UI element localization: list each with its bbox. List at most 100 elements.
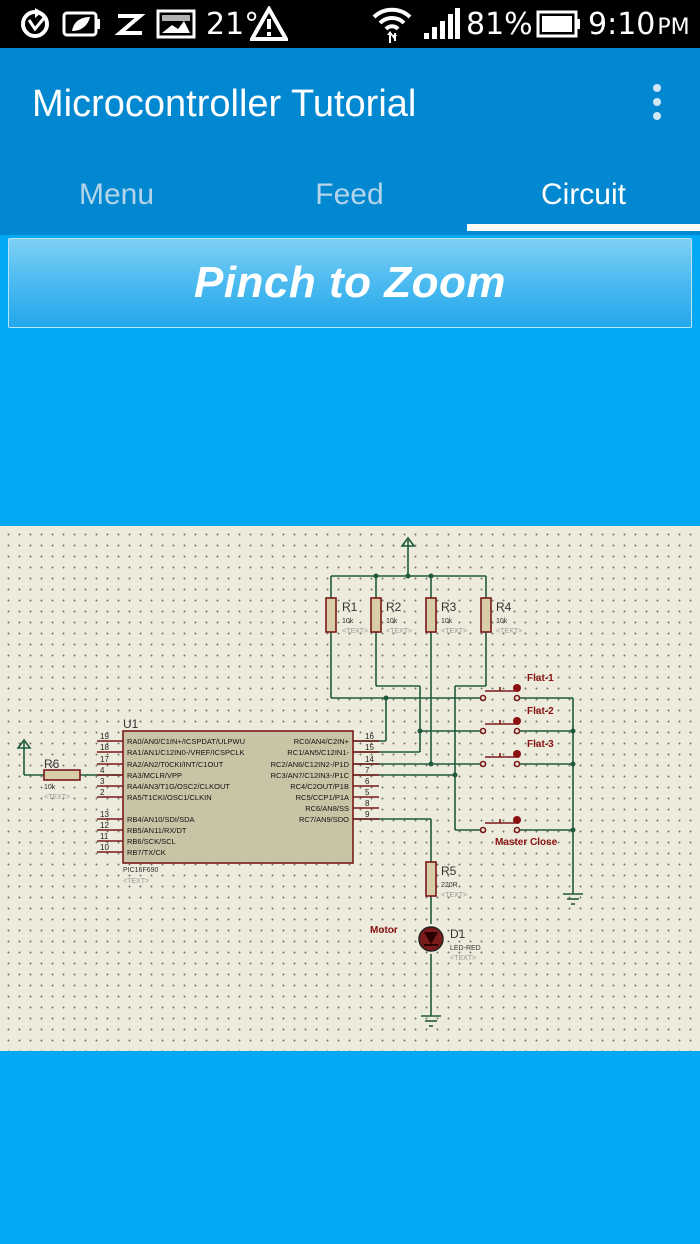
r4-ref: R4 bbox=[496, 600, 512, 614]
mcu-pin-number: 2 bbox=[100, 788, 105, 797]
switch-label-flat-2: Flat-2 bbox=[527, 706, 554, 717]
r6-text: <TEXT> bbox=[44, 794, 70, 801]
resistor-bodies bbox=[43, 597, 492, 897]
mcu-pin-number: 19 bbox=[100, 732, 109, 741]
mcu-pin-name: RC5/CCP1/P1A bbox=[296, 793, 349, 802]
battery-saver-icon bbox=[62, 0, 102, 48]
switch-symbols bbox=[479, 687, 521, 834]
overflow-menu-button[interactable] bbox=[636, 74, 678, 130]
mcu-pin-name: RC0/AN4/C2IN+ bbox=[294, 737, 350, 746]
r2-text: <TEXT> bbox=[386, 628, 412, 635]
app-title: Microcontroller Tutorial bbox=[32, 83, 417, 125]
mcu-pin-name: RA4/AN3/T1G/OSC2/CLKOUT bbox=[127, 782, 230, 791]
switch-master-close bbox=[479, 819, 521, 834]
mcu-pin-name: RC4/C2OUT/P1B bbox=[290, 782, 349, 791]
mcu-pin-number: 7 bbox=[365, 766, 370, 775]
mcu-u1: U1 PIC16F690 <TEXT> bbox=[122, 717, 354, 885]
mcu-pin-number: 4 bbox=[100, 766, 105, 775]
app-bar: Microcontroller Tutorial bbox=[0, 48, 700, 140]
junctions bbox=[373, 573, 576, 833]
mcu-pin-name: RA1/AN1/C12IN0-/VREF/ICSPCLK bbox=[127, 748, 245, 757]
mcu-pin-number: 11 bbox=[100, 832, 109, 841]
mcu-pin-number: 15 bbox=[365, 743, 374, 752]
mcu-pin-number: 18 bbox=[100, 743, 109, 752]
mcu-pin-name: RC1/AN5/C12IN1- bbox=[287, 748, 349, 757]
motor-label: Motor bbox=[370, 925, 398, 936]
mcu-pin-name: RA2/AN2/T0CKI/INT/C1OUT bbox=[127, 760, 224, 769]
r3-text: <TEXT> bbox=[441, 628, 467, 635]
switch-label-flat-3: Flat-3 bbox=[527, 739, 554, 750]
switch-buttons bbox=[513, 684, 521, 824]
overflow-dot bbox=[653, 98, 661, 106]
pinch-to-zoom-banner: Pinch to Zoom bbox=[8, 238, 692, 328]
mcu-pin-number: 6 bbox=[365, 777, 370, 786]
led-ref: D1 bbox=[450, 927, 466, 941]
r6-ref: R6 bbox=[44, 757, 60, 771]
led-d1 bbox=[418, 926, 444, 952]
mcu-pin-name: RB6/SCK/SCL bbox=[127, 837, 176, 846]
mcu-pin-name: RC3/AN7/C12IN3-/P1C bbox=[271, 771, 350, 780]
overflow-dot bbox=[653, 112, 661, 120]
r3-value: 10k bbox=[441, 618, 453, 625]
status-bar: 21° 81% bbox=[0, 0, 700, 48]
clock-time: 9:10 bbox=[588, 6, 656, 42]
mcu-pin-number: 5 bbox=[365, 788, 370, 797]
gallery-icon bbox=[156, 0, 196, 48]
mcu-pin-number: 9 bbox=[365, 810, 370, 819]
r4-text: <TEXT> bbox=[496, 628, 522, 635]
mcu-pin-name: RA3/MCLR/VPP bbox=[127, 771, 182, 780]
led-labels: D1 LED-RED <TEXT> Motor bbox=[370, 925, 481, 962]
switch-flat-2 bbox=[479, 720, 521, 735]
circuit-diagram[interactable]: R1 10k <TEXT> R2 10k <TEXT> R3 10k <TEXT… bbox=[0, 526, 700, 1051]
mcu-pin-name: RA5/T1CKI/OSC1/CLKIN bbox=[127, 793, 212, 802]
r2-ref: R2 bbox=[386, 600, 402, 614]
tab-feed[interactable]: Feed bbox=[315, 178, 384, 211]
mcu-pin-number: 17 bbox=[100, 755, 109, 764]
tab-bar: Menu Feed Circuit bbox=[0, 140, 700, 235]
r6-value: 10k bbox=[44, 784, 56, 791]
r5-text: <TEXT> bbox=[441, 892, 467, 899]
power-arrow-icon bbox=[16, 738, 32, 749]
mcu-pin-number: 12 bbox=[100, 821, 109, 830]
led-text: <TEXT> bbox=[450, 955, 476, 962]
r3-ref: R3 bbox=[441, 600, 457, 614]
circuit-schematic: R1 10k <TEXT> R2 10k <TEXT> R3 10k <TEXT… bbox=[16, 536, 583, 1027]
mcu-pin-number: 16 bbox=[365, 732, 374, 741]
r2-value: 10k bbox=[386, 618, 398, 625]
switch-labels: Flat-1 Flat-2 Flat-3 Master Close bbox=[495, 673, 558, 848]
battery-icon bbox=[536, 0, 582, 48]
temperature-text: 21° bbox=[206, 6, 260, 42]
mcu-pin-name: RC7/AN9/SDO bbox=[299, 815, 349, 824]
tab-menu[interactable]: Menu bbox=[78, 178, 155, 211]
wifi-icon bbox=[370, 0, 414, 48]
mcu-pin-name: RB5/AN11/RX/DT bbox=[127, 826, 187, 835]
tab-circuit[interactable]: Circuit bbox=[540, 178, 626, 211]
ground-symbols bbox=[421, 893, 583, 1027]
overflow-dot bbox=[653, 84, 661, 92]
mcu-pin-number: 13 bbox=[100, 810, 109, 819]
mcu-part: PIC16F690 bbox=[123, 867, 159, 874]
led-value: LED-RED bbox=[450, 945, 481, 952]
zero-app-icon bbox=[112, 0, 146, 48]
warning-icon bbox=[250, 0, 288, 48]
sync-icon bbox=[18, 0, 52, 48]
tab-indicator bbox=[467, 224, 700, 231]
r4-value: 10k bbox=[496, 618, 508, 625]
mcu-pin-name: RC2/AN6/C12IN2-/P1D bbox=[271, 760, 350, 769]
mcu-pin-name: RA0/AN0/C1IN+/ICSPDAT/ULPWU bbox=[127, 737, 245, 746]
mcu-pin-number: 10 bbox=[100, 843, 109, 852]
r5-value: 220R bbox=[441, 882, 458, 889]
signal-icon bbox=[422, 0, 462, 48]
mcu-pin-name: RC6/AN8/SS bbox=[305, 804, 349, 813]
mcu-ref: U1 bbox=[123, 717, 139, 731]
power-arrow-icon bbox=[400, 536, 416, 547]
switch-label-master-close: Master Close bbox=[495, 837, 558, 848]
battery-percent-text: 81% bbox=[466, 6, 533, 42]
pinch-to-zoom-label: Pinch to Zoom bbox=[193, 258, 507, 307]
r1-value: 10k bbox=[342, 618, 354, 625]
clock-ampm: PM bbox=[657, 14, 690, 40]
r1-ref: R1 bbox=[342, 600, 358, 614]
r1-text: <TEXT> bbox=[342, 628, 368, 635]
resistor-labels: R1 10k <TEXT> R2 10k <TEXT> R3 10k <TEXT… bbox=[44, 600, 522, 899]
